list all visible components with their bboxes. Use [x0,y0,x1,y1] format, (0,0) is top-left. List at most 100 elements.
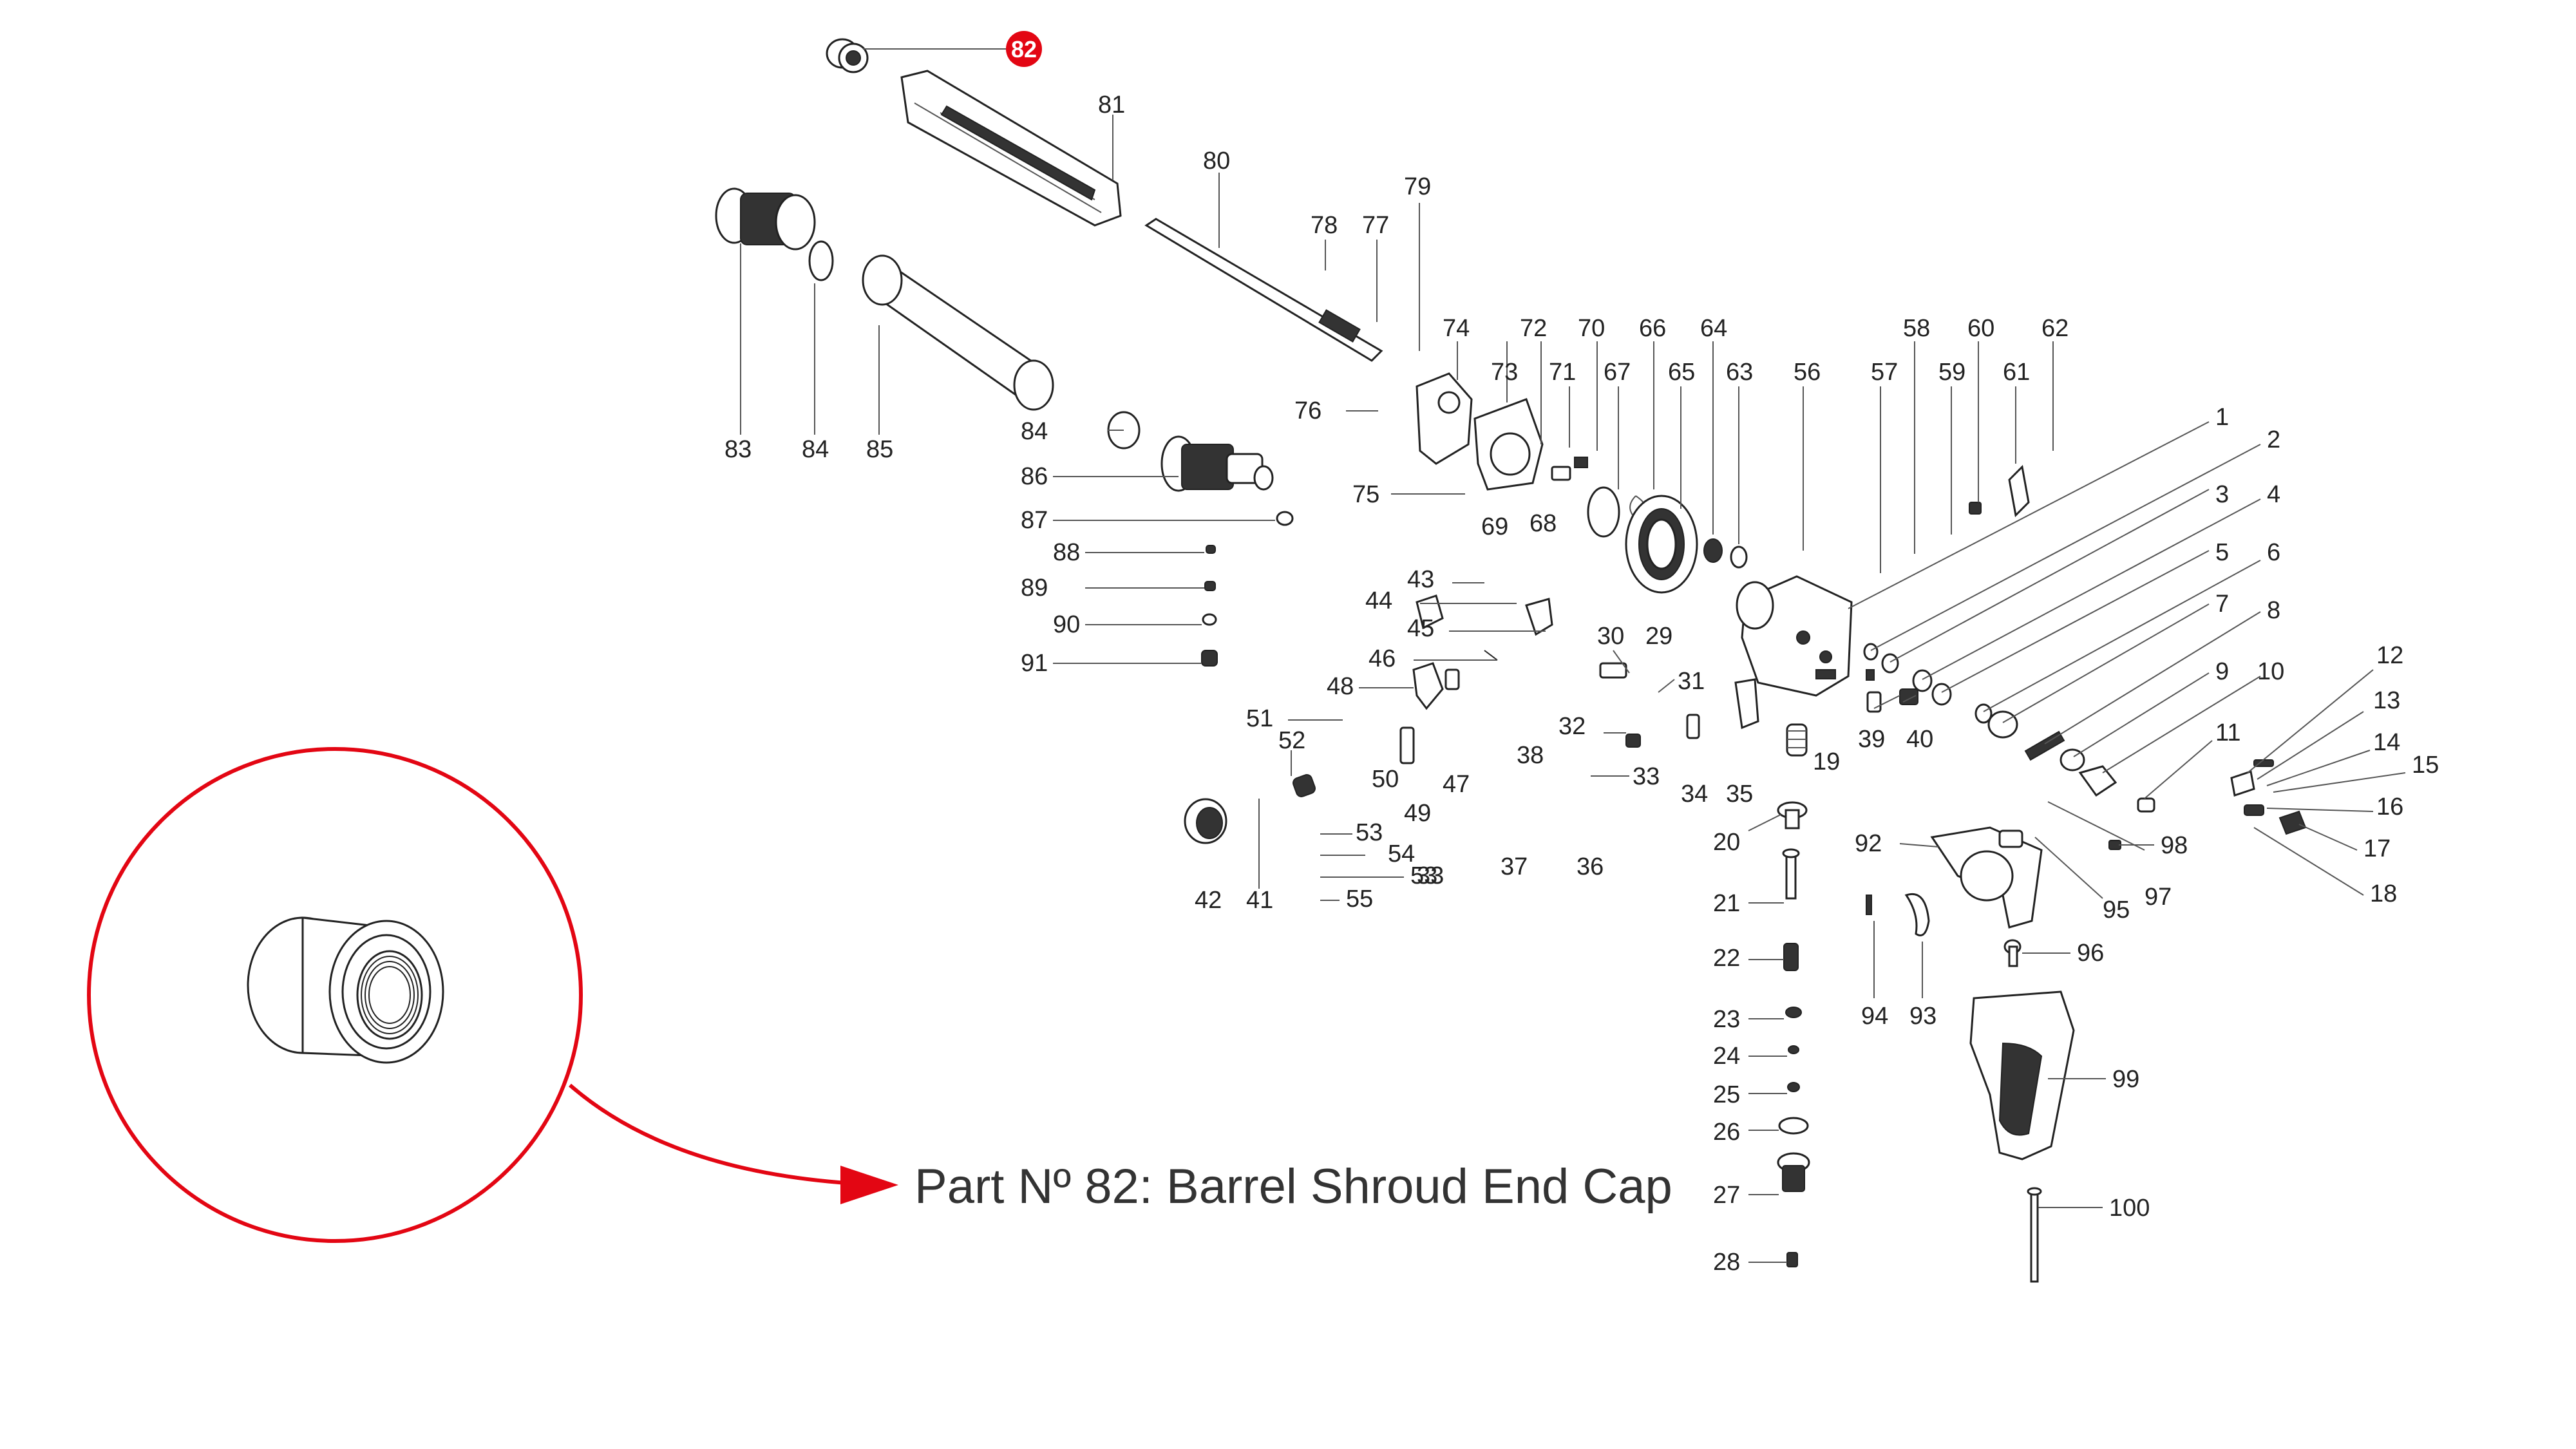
callout-39: 39 [1858,726,1885,753]
callout-80: 80 [1203,147,1230,175]
callout-9: 9 [2215,658,2229,685]
callout-21: 21 [1713,890,1740,917]
part-99-drawing [1969,990,2075,1160]
callout-50: 50 [1372,766,1399,793]
part-88-drawing [1206,545,1216,554]
zoom-circle [87,747,583,1243]
callout-45: 45 [1407,615,1434,642]
part-93-drawing [1904,893,1930,936]
middle-small-parts [1293,457,2030,797]
callout-6: 6 [2267,539,2280,566]
part-83-drawing [715,187,816,251]
callout-16: 16 [2376,793,2403,820]
part-67-drawing [1587,486,1620,538]
part-97-drawing [2047,801,2145,851]
callout-84b: 84 [1021,418,1048,445]
callout-33b: 33 [1417,862,1444,889]
part-22-drawing [1783,943,1799,971]
callout-18: 18 [2370,880,2397,907]
part-19-drawing [1786,723,1808,757]
callout-33a: 33 [1633,763,1660,790]
part-25-drawing [1787,1082,1800,1092]
callout-13: 13 [2373,687,2400,714]
callout-32: 32 [1558,713,1586,740]
callout-41: 41 [1246,887,1273,914]
part-94-drawing [1866,895,1872,915]
part-87-drawing [1276,511,1294,526]
callout-89: 89 [1021,574,1048,601]
callout-49: 49 [1404,800,1431,827]
part-1-drawing[interactable] [1736,575,1853,697]
callout-83: 83 [724,436,752,463]
callout-37: 37 [1501,853,1528,880]
part-20-drawing [1777,801,1808,829]
callout-23: 23 [1713,1006,1740,1033]
part-82-drawing[interactable] [826,38,869,73]
callout-10: 10 [2257,658,2284,685]
callout-26: 26 [1713,1119,1740,1146]
callout-38: 38 [1517,742,1544,769]
part-80-drawing [1144,218,1383,362]
callout-96: 96 [2077,940,2104,967]
callout-87: 87 [1021,507,1048,534]
callout-63: 63 [1726,359,1753,386]
callout-12: 12 [2376,642,2403,669]
callout-22: 22 [1713,945,1740,972]
callout-84a: 84 [802,436,829,463]
callout-76: 76 [1294,397,1321,424]
part-26-drawing [1778,1117,1809,1135]
callout-53a: 53 [1356,819,1383,846]
part-21-drawing [1782,848,1800,900]
callout-29: 29 [1645,623,1672,650]
callout-2: 2 [2267,426,2280,453]
part-85-drawing [862,254,1054,411]
callout-79: 79 [1404,173,1431,200]
callout-60: 60 [1967,315,1994,342]
part-82-badge[interactable]: 82 [1006,31,1042,67]
callout-86: 86 [1021,463,1048,490]
callout-7: 7 [2215,591,2229,618]
right-side-small-parts [1863,643,2307,835]
part-63-drawing [1730,545,1748,569]
part-81-drawing [900,70,1122,227]
callout-100: 100 [2109,1195,2150,1222]
callout-90: 90 [1053,611,1080,638]
callout-35: 35 [1726,781,1753,808]
callout-58: 58 [1903,315,1930,342]
callout-73: 73 [1491,359,1518,386]
callout-59: 59 [1938,359,1965,386]
part-95-drawing [1998,829,2023,848]
callout-43: 43 [1407,566,1434,593]
highlight-caption: Part Nº 82: Barrel Shroud End Cap [914,1159,1672,1214]
callout-64: 64 [1700,315,1727,342]
part-24-drawing [1788,1045,1799,1054]
callout-61: 61 [2003,359,2030,386]
callout-14: 14 [2373,729,2400,756]
part-90-drawing [1202,613,1217,626]
red-arrowhead [840,1166,898,1204]
callout-66: 66 [1639,315,1666,342]
part-92-drawing [1930,826,2043,929]
callout-65: 65 [1668,359,1695,386]
callout-25: 25 [1713,1081,1740,1108]
callout-5: 5 [2215,539,2229,566]
callout-99: 99 [2112,1066,2139,1093]
part-drawings [715,38,2307,1283]
callout-67: 67 [1604,359,1631,386]
callout-54: 54 [1388,840,1415,867]
callout-57: 57 [1871,359,1898,386]
callout-3: 3 [2215,481,2229,508]
callout-81: 81 [1098,91,1125,118]
part-89-drawing [1204,581,1216,591]
callout-92: 92 [1855,830,1882,857]
part-96-shaft-drawing [2008,945,2018,967]
callout-28: 28 [1713,1249,1740,1276]
zoomed-part-82-drawing [247,916,444,1064]
callout-74: 74 [1443,315,1470,342]
callout-44: 44 [1365,587,1392,614]
part-28-drawing [1786,1252,1798,1267]
part-91-drawing [1201,650,1218,667]
callout-17: 17 [2363,835,2391,862]
part-86-drawing [1160,435,1274,492]
callout-15: 15 [2412,752,2439,779]
